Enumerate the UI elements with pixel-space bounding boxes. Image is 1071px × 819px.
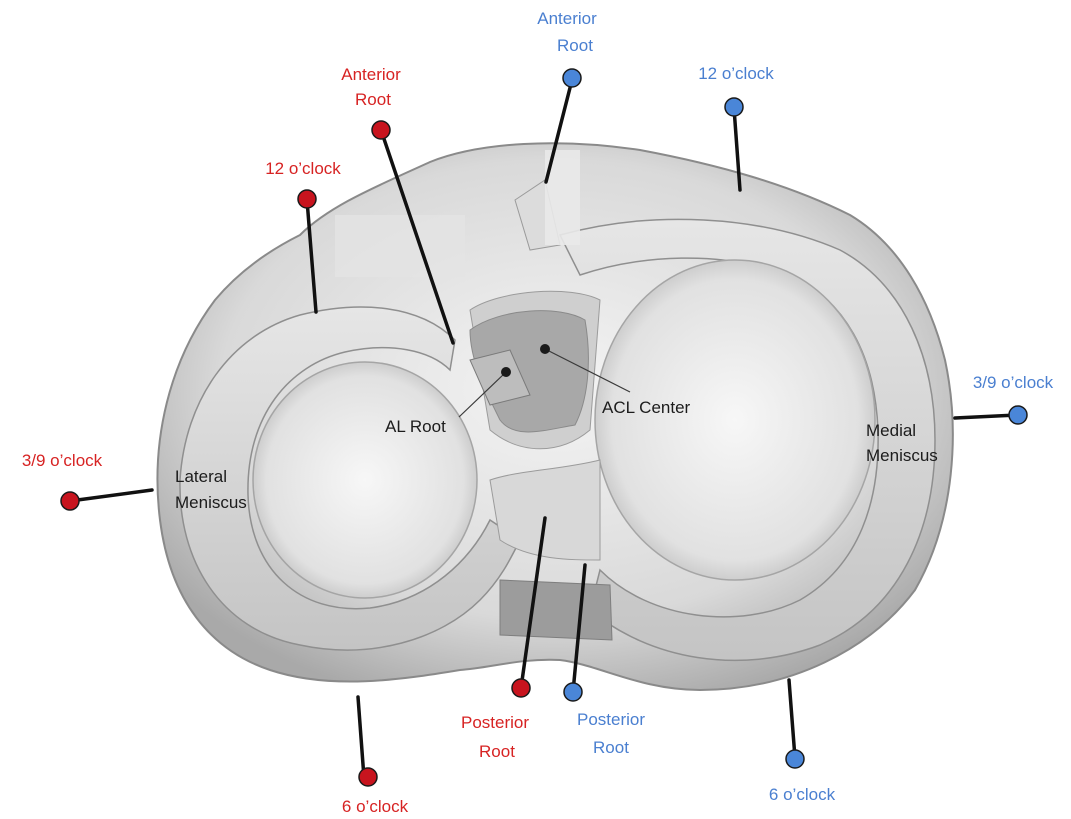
lateral-posterior-root-marker xyxy=(512,679,530,697)
lateral-anterior-root-label-line2: Root xyxy=(355,90,391,109)
medial-3-9-marker xyxy=(1009,406,1027,424)
lateral-3-9-marker xyxy=(61,492,79,510)
lateral-6-line xyxy=(358,697,364,778)
lateral-3-9-line xyxy=(70,490,152,501)
posterior-notch xyxy=(500,580,612,640)
lateral-anterior-root-marker xyxy=(372,121,390,139)
medial-facet xyxy=(595,260,875,580)
lateral-meniscus-label-line2: Meniscus xyxy=(175,493,247,512)
al-root-dot xyxy=(501,367,511,377)
medial-6-marker xyxy=(786,750,804,768)
acl-center-label: ACL Center xyxy=(602,398,691,417)
medial-meniscus-label-line2: Meniscus xyxy=(866,446,938,465)
medial-3-9-label: 3/9 o’clock xyxy=(973,373,1054,392)
anterior-shading xyxy=(335,215,465,277)
medial-6-line xyxy=(789,680,795,758)
medial-anterior-root-label-line1: Anterior xyxy=(537,9,597,28)
medial-6-label: 6 o’clock xyxy=(769,785,836,804)
lateral-3-9-label: 3/9 o’clock xyxy=(22,451,103,470)
medial-anterior-root-label-line2: Root xyxy=(557,36,593,55)
al-root-label: AL Root xyxy=(385,417,446,436)
lateral-6-label: 6 o’clock xyxy=(342,797,409,816)
lateral-12-label: 12 o’clock xyxy=(265,159,341,178)
medial-posterior-root-label-line1: Posterior xyxy=(577,710,645,729)
lateral-meniscus-label-line1: Lateral xyxy=(175,467,227,486)
medial-posterior-root-marker xyxy=(564,683,582,701)
acl-center-dot xyxy=(540,344,550,354)
medial-12-label: 12 o’clock xyxy=(698,64,774,83)
lateral-posterior-root-label-line1: Posterior xyxy=(461,713,529,732)
medial-12-marker xyxy=(725,98,743,116)
lateral-posterior-root-label-line2: Root xyxy=(479,742,515,761)
lateral-12-marker xyxy=(298,190,316,208)
medial-anterior-root-marker xyxy=(563,69,581,87)
lateral-anterior-root-label-line1: Anterior xyxy=(341,65,401,84)
medial-meniscus-label-line1: Medial xyxy=(866,421,916,440)
medial-posterior-root-label-line2: Root xyxy=(593,738,629,757)
lateral-facet xyxy=(253,362,477,598)
lateral-6-marker xyxy=(359,768,377,786)
